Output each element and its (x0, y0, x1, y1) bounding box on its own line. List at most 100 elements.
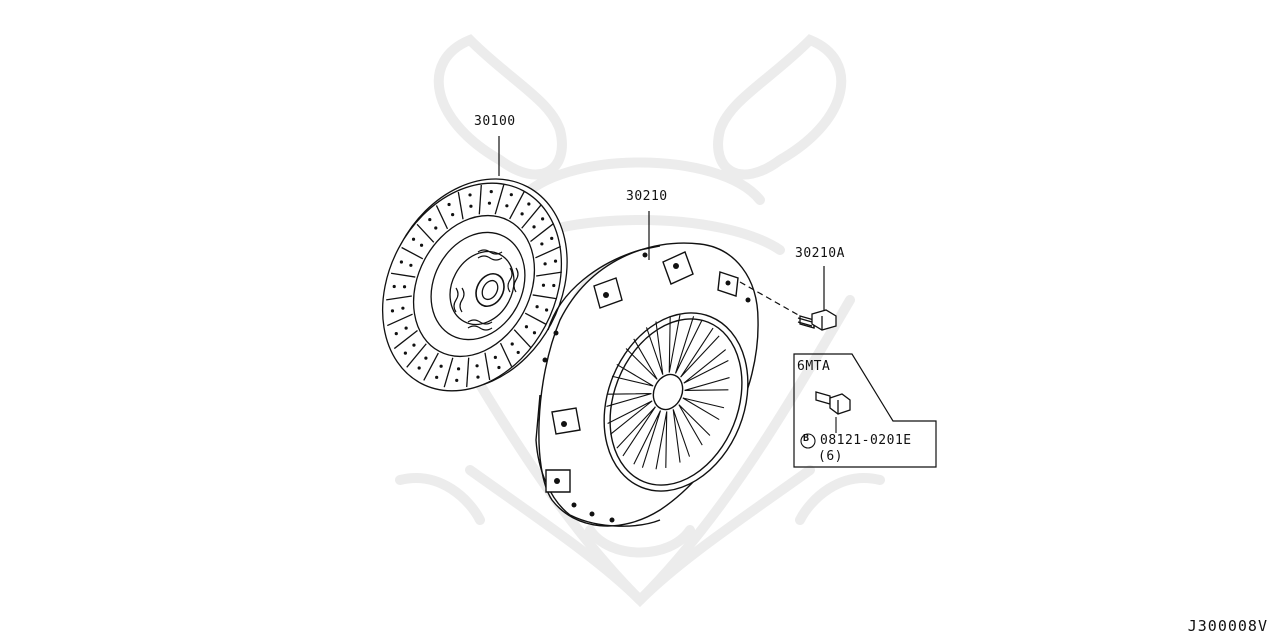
callout-b-circle (800, 433, 816, 449)
diaphragm-finger (678, 404, 711, 446)
disc-slot (532, 294, 558, 300)
disc-rivet (455, 378, 459, 383)
disc-slot (423, 352, 439, 381)
disc-rivet (468, 193, 472, 197)
disc-rivet (476, 375, 480, 379)
disc-slot (530, 222, 555, 243)
watermark-emblem (395, 34, 885, 608)
disc-rivet (510, 342, 514, 346)
part-label-30100[interactable]: 30100 (474, 114, 516, 129)
disc-rivet (543, 262, 547, 266)
disc-slot (466, 357, 470, 388)
disc-rivet (535, 305, 539, 309)
disc-rivet (553, 259, 558, 263)
diaphragm-finger (682, 397, 725, 421)
disc-slot (478, 184, 482, 215)
disc-rivet (469, 204, 473, 208)
diaphragm-finger (645, 321, 664, 375)
diaphragm-finger (684, 377, 730, 391)
disc-rivet (541, 283, 546, 287)
disc-rivet (401, 306, 405, 310)
disc-rivet (403, 351, 407, 355)
bolt-30210A (797, 309, 837, 331)
disc-rivet (532, 331, 537, 335)
pressure-plate-30210 (535, 242, 759, 527)
disc-rivet (520, 212, 524, 216)
disc-rivet (532, 225, 536, 229)
disc-slot (386, 295, 412, 301)
diaphragm-finger (607, 400, 653, 435)
disc-slot (484, 352, 491, 381)
part-label-08121-0201E[interactable]: 08121-0201E (820, 433, 912, 448)
part-quantity: (6) (818, 449, 843, 464)
part-label-30210A[interactable]: 30210A (795, 246, 845, 261)
disc-rivet (392, 284, 396, 289)
variant-bolt (815, 391, 851, 415)
disc-rivet (509, 193, 513, 197)
disc-rivet (428, 217, 432, 222)
diaphragm-finger (611, 363, 654, 387)
disc-rivet (390, 309, 395, 313)
diaphragm-finger (606, 393, 652, 407)
disc-slot (509, 191, 525, 220)
diaphragm-finger (680, 327, 720, 378)
disc-rivet (516, 350, 520, 355)
diaphragm-finger (668, 314, 681, 373)
disc-rivet (447, 202, 451, 207)
disc-slot (387, 313, 413, 327)
disc-rivet (524, 325, 529, 329)
diaphragm-finger (625, 338, 658, 380)
disc-slot (513, 329, 532, 349)
disc-slot (535, 245, 561, 259)
disc-slot (524, 312, 547, 326)
disc-rivet (544, 308, 549, 312)
disc-rivet (417, 366, 421, 370)
disc-slot (435, 205, 449, 230)
disc-rivet (439, 364, 443, 368)
diaphragm-finger (672, 409, 691, 463)
disc-rivet (475, 364, 479, 368)
disc-slot (416, 223, 435, 243)
disc-rivet (435, 375, 439, 379)
disc-rivet (424, 356, 428, 360)
disc-rivet (394, 332, 398, 336)
disc-rivet (552, 283, 556, 288)
diaphragm-finger (674, 316, 703, 374)
disc-rivet (505, 204, 509, 208)
disc-slot (406, 343, 427, 368)
disc-rivet (497, 365, 501, 370)
diagram-id: J300008V (1187, 617, 1268, 635)
disc-rivet (451, 213, 455, 217)
disc-slot (521, 204, 542, 229)
disc-slot (393, 329, 418, 350)
disc-rivet (402, 285, 407, 289)
disc-slot (499, 342, 513, 367)
disc-rivet (434, 226, 438, 230)
disc-slot (390, 272, 416, 278)
diaphragm-finger (655, 411, 668, 470)
callout-b-letter: B (803, 433, 810, 444)
variant-box-6mta (793, 353, 937, 468)
clutch-disc-30100 (381, 178, 568, 392)
disc-rivet (541, 217, 545, 221)
disc-rivet (411, 237, 416, 241)
variant-title: 6MTA (797, 359, 831, 374)
dashed-assembly-line (739, 281, 801, 317)
disc-rivet (550, 236, 554, 240)
disc-rivet (527, 202, 531, 206)
disc-rivet (487, 201, 492, 205)
disc-slot (401, 246, 424, 260)
disc-slot (443, 357, 454, 388)
disc-rivet (399, 260, 404, 264)
diaphragm-finger (633, 410, 662, 468)
diaphragm-finger (683, 349, 729, 384)
disc-slot (536, 271, 562, 277)
disc-rivet (489, 189, 493, 194)
part-label-30210[interactable]: 30210 (626, 189, 668, 204)
disc-rivet (456, 367, 461, 371)
disc-rivet (493, 355, 497, 359)
disc-rivet (412, 343, 416, 347)
disc-slot (494, 184, 505, 215)
